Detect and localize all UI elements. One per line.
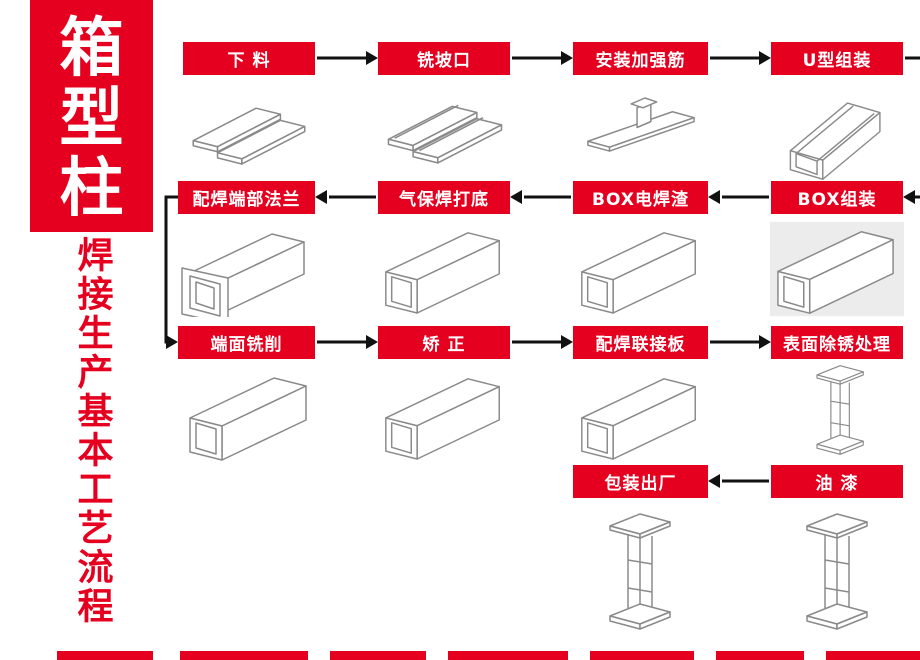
illustration-stiffener-plate <box>582 90 700 164</box>
illustration-box-column-assembly <box>770 221 904 317</box>
flow-step-end-flange-welding: 配焊端部法兰 <box>178 181 315 214</box>
illustration-cut-plates <box>189 94 311 167</box>
flow-step-gas-shielded-backing-weld: 气保焊打底 <box>378 181 510 214</box>
illustration-box-column-connection-plate <box>574 368 706 463</box>
flow-step-box-assembly: BOX组装 <box>771 181 903 214</box>
cropped-bottom-decoration <box>180 651 308 660</box>
cropped-bottom-decoration <box>716 651 804 660</box>
flow-step-straightening: 矫 正 <box>378 326 510 359</box>
flow-step-label: 气保焊打底 <box>399 190 489 210</box>
title-char-3: 柱 <box>59 152 124 226</box>
cropped-bottom-decoration <box>826 651 920 660</box>
cropped-bottom-decoration <box>590 651 694 660</box>
flow-step-label: 矫 正 <box>422 335 466 355</box>
illustration-box-column-end-flange <box>180 222 315 317</box>
flow-step-u-assembly: U型组装 <box>771 42 903 75</box>
flow-step-cutting: 下 料 <box>183 42 315 75</box>
subtitle-text: 焊接生产基本工艺流程 <box>71 236 113 626</box>
flow-step-label: 安装加强筋 <box>595 51 686 71</box>
cropped-bottom-decoration <box>57 651 153 660</box>
cropped-bottom-decoration <box>448 651 568 660</box>
subtitle-column: 焊接生产基本工艺流程 <box>30 236 153 636</box>
flow-step-bevel-milling: 铣坡口 <box>378 42 510 75</box>
flow-step-label: 配焊端部法兰 <box>192 190 301 210</box>
flow-step-label: 铣坡口 <box>417 51 471 71</box>
flow-step-install-stiffener: 安装加强筋 <box>573 42 708 75</box>
flow-step-label: 包装出厂 <box>604 474 677 494</box>
illustration-box-column-end-milled <box>182 368 317 463</box>
title-char-1: 箱 <box>59 12 124 86</box>
cropped-bottom-decoration <box>330 651 426 660</box>
flow-step-label: BOX组装 <box>797 190 877 210</box>
flow-step-connection-plate-welding: 配焊联接板 <box>573 326 708 359</box>
flow-step-end-face-milling: 端面铣削 <box>178 326 315 359</box>
title-char-2: 型 <box>59 82 124 156</box>
flow-step-label: 下 料 <box>227 51 271 71</box>
flow-step-label: BOX电焊渣 <box>592 190 689 210</box>
illustration-vertical-column-rust-removed <box>798 358 883 462</box>
illustration-box-column-electroslag <box>574 222 706 317</box>
title-banner: 箱 型 柱 <box>30 0 153 232</box>
illustration-vertical-column-packaged <box>598 504 683 639</box>
flow-step-label: 端面铣削 <box>210 335 283 355</box>
illustration-box-column-backing-weld <box>378 222 510 317</box>
flow-step-surface-rust-removal: 表面除锈处理 <box>771 326 903 359</box>
illustration-beveled-plates <box>384 92 508 166</box>
illustration-box-column-straightened <box>378 368 510 463</box>
flow-step-paint: 油 漆 <box>771 465 903 498</box>
illustration-vertical-column-painted <box>795 504 880 639</box>
flow-step-label: 表面除锈处理 <box>783 335 891 355</box>
flow-step-label: U型组装 <box>802 51 872 71</box>
flow-step-label: 配焊联接板 <box>595 335 686 355</box>
flow-step-packaging-shipping: 包装出厂 <box>573 465 708 498</box>
illustration-u-channel-assembly <box>779 84 897 184</box>
flow-step-label: 油 漆 <box>815 474 859 494</box>
flow-step-box-electroslag-weld: BOX电焊渣 <box>573 181 708 214</box>
